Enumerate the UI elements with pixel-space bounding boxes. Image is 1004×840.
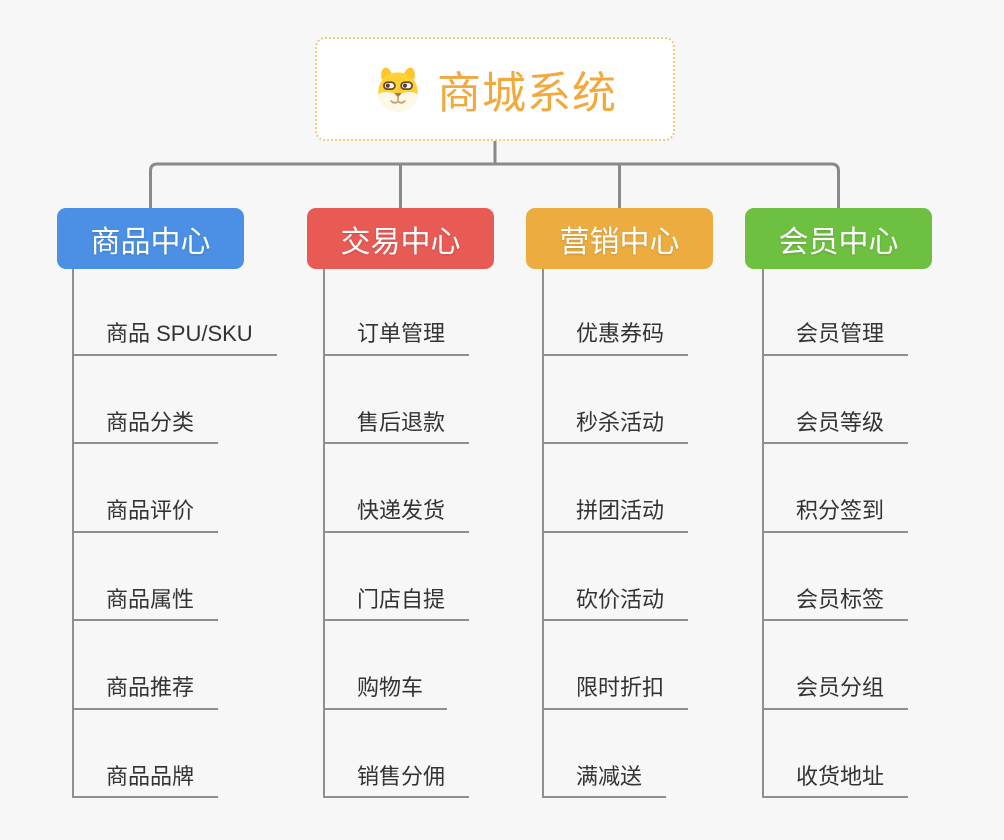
sub-topic[interactable]: 商品 SPU/SKU: [74, 267, 277, 356]
sub-topic[interactable]: 门店自提: [325, 533, 470, 621]
branch-member-center[interactable]: 会员中心: [745, 208, 932, 269]
sub-topic-label: 购物车: [325, 674, 448, 710]
sub-topic[interactable]: 秒杀活动: [544, 356, 689, 444]
sub-topic-label: 会员分组: [764, 674, 909, 710]
sub-topic[interactable]: 销售分佣: [325, 710, 470, 798]
sub-topic[interactable]: 砍价活动: [544, 533, 689, 621]
sub-topic-label: 限时折扣: [544, 674, 689, 710]
root-topic[interactable]: 商城系统: [315, 37, 675, 141]
sub-topic-label: 商品评价: [74, 497, 219, 533]
sub-topic-label: 满减送: [544, 763, 667, 798]
sub-topic-label: 秒杀活动: [544, 409, 689, 444]
sub-topic[interactable]: 会员等级: [764, 356, 909, 444]
sub-topic-label: 门店自提: [325, 586, 470, 621]
sub-topic[interactable]: 会员分组: [764, 621, 909, 710]
branch-label: 交易中心: [340, 225, 461, 259]
sub-topic-label: 积分签到: [764, 497, 909, 533]
branch-marketing-center[interactable]: 营销中心: [526, 208, 713, 269]
sub-topic[interactable]: 订单管理: [325, 267, 470, 356]
sub-topic[interactable]: 购物车: [325, 621, 469, 710]
sub-topic-label: 订单管理: [325, 320, 470, 356]
sub-topic-label: 拼团活动: [544, 497, 689, 533]
sub-topic[interactable]: 限时折扣: [544, 621, 689, 710]
branch-trade-center-children: 订单管理 售后退款 快递发货 门店自提 购物车 销售分佣: [323, 267, 470, 798]
sub-topic-label: 优惠券码: [544, 320, 689, 356]
sub-topic[interactable]: 满减送: [544, 710, 688, 798]
sub-topic[interactable]: 积分签到: [764, 444, 909, 533]
sub-topic-label: 会员等级: [764, 409, 909, 444]
sub-topic[interactable]: 会员标签: [764, 533, 909, 621]
dog-face-icon: [378, 67, 418, 112]
sub-topic[interactable]: 会员管理: [764, 267, 909, 356]
sub-topic-label: 快递发货: [325, 497, 470, 533]
sub-topic-label: 会员标签: [764, 586, 909, 621]
sub-topic-label: 砍价活动: [544, 586, 689, 621]
sub-topic[interactable]: 售后退款: [325, 356, 470, 444]
branch-label: 营销中心: [559, 225, 680, 259]
sub-topic-label: 会员管理: [764, 320, 909, 356]
sub-topic-label: 销售分佣: [325, 763, 470, 798]
branch-member-center-children: 会员管理 会员等级 积分签到 会员标签 会员分组 收货地址: [762, 267, 909, 798]
sub-topic[interactable]: 快递发货: [325, 444, 470, 533]
sub-topic[interactable]: 收货地址: [764, 710, 909, 798]
sub-topic-label: 收货地址: [764, 763, 909, 798]
sub-topic-label: 商品分类: [74, 409, 219, 444]
sub-topic[interactable]: 商品属性: [74, 533, 277, 621]
sub-topic-label: 售后退款: [325, 409, 470, 444]
branch-trade-center[interactable]: 交易中心: [307, 208, 494, 269]
branch-product-center-children: 商品 SPU/SKU 商品分类 商品评价 商品属性 商品推荐 商品品牌: [72, 267, 277, 798]
sub-topic-label: 商品属性: [74, 586, 219, 621]
root-topic-title: 商城系统: [437, 69, 617, 118]
sub-topic[interactable]: 商品评价: [74, 444, 277, 533]
branch-product-center[interactable]: 商品中心: [57, 208, 244, 269]
sub-topic[interactable]: 拼团活动: [544, 444, 689, 533]
sub-topic[interactable]: 优惠券码: [544, 267, 689, 356]
sub-topic-label: 商品品牌: [74, 763, 219, 798]
sub-topic[interactable]: 商品品牌: [74, 710, 277, 798]
sub-topic-label: 商品 SPU/SKU: [74, 320, 277, 356]
sub-topic[interactable]: 商品推荐: [74, 621, 277, 710]
branch-label: 会员中心: [778, 225, 899, 259]
sub-topic[interactable]: 商品分类: [74, 356, 277, 444]
branch-marketing-center-children: 优惠券码 秒杀活动 拼团活动 砍价活动 限时折扣 满减送: [542, 267, 689, 798]
branch-label: 商品中心: [90, 225, 211, 259]
sub-topic-label: 商品推荐: [74, 674, 219, 710]
